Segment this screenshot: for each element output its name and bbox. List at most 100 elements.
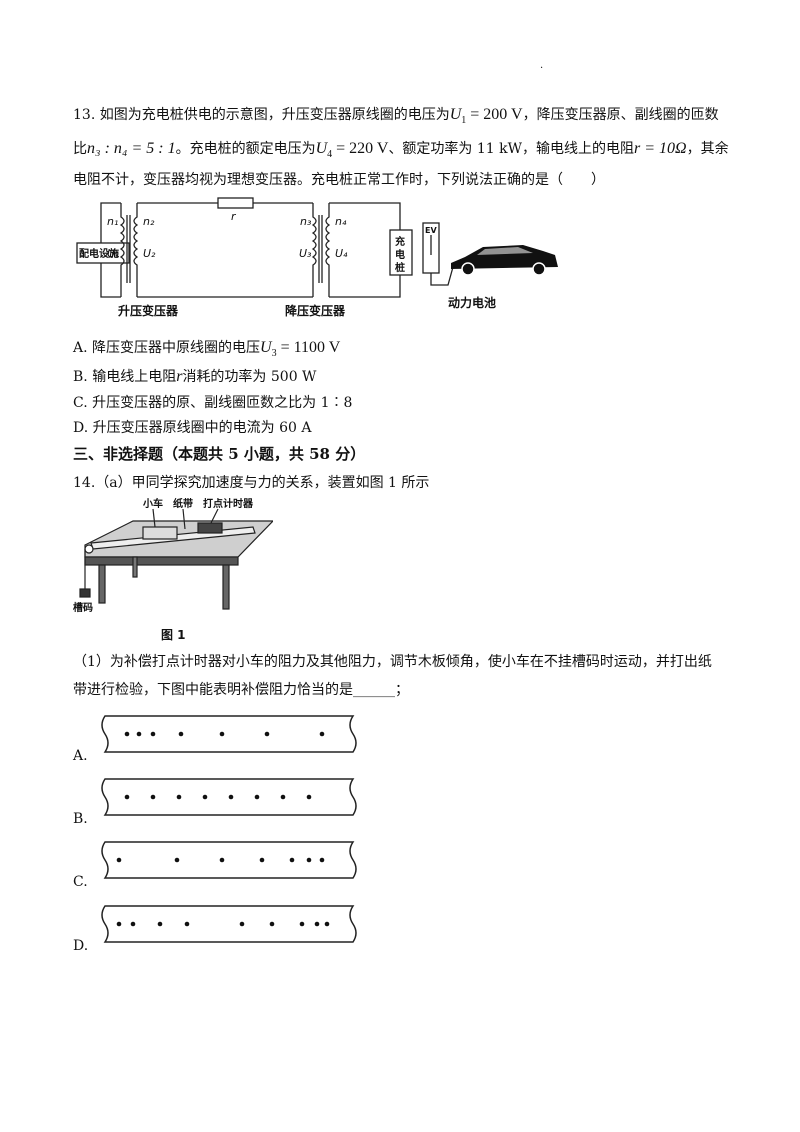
tape-dot — [314, 921, 320, 927]
figure-1-apparatus: 小车 纸带 打点计时器 槽码 图 1 — [73, 497, 273, 642]
tape-dot — [269, 921, 275, 927]
step-down-secondary-coil — [325, 203, 331, 297]
section-3-heading: 三、非选择题（本题共 5 小题，共 58 分） — [73, 445, 366, 463]
paper-tape[interactable] — [97, 838, 362, 882]
q13-text: ，其余 — [686, 141, 729, 157]
option-b-text-2: 消耗的功率为 500 W — [182, 369, 317, 385]
q13-text: 13. 如图为充电桩供电的示意图，升压变压器原线圈的电压为 — [73, 107, 450, 123]
U1-label: U₁ — [107, 247, 119, 260]
q13-text: 。充电桩的额定电压为 — [175, 141, 316, 157]
tape-dot — [280, 794, 286, 800]
U4-label: U₄ — [335, 247, 348, 260]
r-formula: r = 10Ω — [634, 140, 687, 157]
option-a-text: A. 降压变压器中原线圈的电压 — [73, 340, 261, 356]
source-box — [76, 242, 130, 264]
n-ratio-formula: n₃ : n₄ = 5 : 1 — [87, 140, 176, 157]
tape-dot — [219, 857, 225, 863]
step-up-label: 升压变压器 — [118, 303, 179, 318]
source-label: 配电设施 — [79, 247, 119, 260]
ev-label: EV — [425, 226, 437, 235]
n4-label: n₄ — [335, 215, 347, 228]
n2-label: n₂ — [143, 215, 155, 228]
tape-dot — [319, 857, 325, 863]
battery-label: 动力电池 — [448, 295, 496, 310]
U3-label: U₃ — [299, 247, 312, 260]
charger-label-2: 电 — [395, 248, 405, 261]
tape-outline — [101, 778, 357, 816]
paper-tape[interactable] — [97, 902, 362, 946]
tape-dot — [239, 921, 245, 927]
tape-dot — [202, 794, 208, 800]
tape-outline — [101, 905, 357, 943]
tape-dot — [150, 794, 156, 800]
tape-dot — [124, 794, 130, 800]
tape-dot — [324, 921, 330, 927]
tape-dot — [184, 921, 190, 927]
option-b-text: B. 输电线上电阻 — [73, 369, 177, 385]
q13-text: ，降压变压器原、副线圈的匝数 — [522, 107, 719, 123]
tape-label: 纸带 — [173, 497, 193, 510]
tape-option-label: C. — [73, 874, 88, 890]
tape-dot — [174, 857, 180, 863]
paper-tape[interactable] — [97, 712, 362, 756]
option-a[interactable]: A. 降压变压器中原线圈的电压U3 = 1100 V — [73, 336, 733, 366]
q14-intro: 14.（a）甲同学探究加速度与力的关系，装置如图 1 所示 — [73, 475, 430, 491]
tape-dot — [116, 921, 122, 927]
tape-dot — [130, 921, 136, 927]
tape-option-label: B. — [73, 811, 88, 827]
transmission-circuit-diagram: 配电设施 n₁ n₂ U₁ U₂ r n₃ n₄ U₃ U₄ 充 电 桩 EV … — [76, 197, 558, 318]
q13-text: 、额定功率为 11 kW，输电线上的电阻 — [388, 141, 635, 157]
line-resistor — [217, 197, 254, 209]
step-up-secondary-coil — [133, 203, 139, 297]
r-label: r — [231, 210, 237, 223]
tape-option-label: A. — [73, 748, 88, 764]
tape-dot — [254, 794, 260, 800]
charger-box — [389, 229, 413, 276]
option-d[interactable]: D. 升压变压器原线圈中的电流为 60 A — [73, 420, 312, 436]
paper-tape[interactable] — [97, 775, 362, 819]
tape-dot — [178, 731, 184, 737]
ev-car-icon — [451, 245, 558, 276]
tape-dot — [157, 921, 163, 927]
tape-dot — [176, 794, 182, 800]
tape-dot — [299, 921, 305, 927]
q14-part1-line2: 带进行检验，下图中能表明补偿阻力恰当的是______； — [73, 682, 409, 698]
q13-line3: 电阻不计，变压器均视为理想变压器。充电桩正常工作时，下列说法正确的是（ ） — [73, 172, 605, 188]
tape-dot — [150, 731, 156, 737]
tape-dot — [306, 857, 312, 863]
tape-dot — [116, 857, 122, 863]
tape-dot — [264, 731, 270, 737]
tape-dot — [219, 731, 225, 737]
q14-part1-line1: （1）为补偿打点计时器对小车的阻力及其他阻力，调节木板倾角，使小车在不挂槽码时运… — [73, 654, 712, 670]
figure-caption: 图 1 — [161, 628, 186, 642]
step-down-label: 降压变压器 — [285, 303, 346, 318]
tape-dot — [319, 731, 325, 737]
option-b[interactable]: B. 输电线上电阻r消耗的功率为 500 W — [73, 365, 733, 389]
n1-label: n₁ — [107, 215, 118, 228]
q13-line2: 比n₃ : n₄ = 5 : 1。充电桩的额定电压为U4 = 220 V、额定功… — [73, 137, 733, 167]
option-b-r: r — [176, 368, 183, 385]
u4-formula: U4 = 220 V — [315, 140, 389, 161]
option-c[interactable]: C. 升压变压器的原、副线圈匝数之比为 1∶8 — [73, 395, 353, 411]
header-mark: . — [540, 60, 544, 71]
tape-option-label: D. — [73, 938, 89, 954]
weight-label: 槽码 — [73, 601, 93, 614]
cart-label: 小车 — [142, 497, 163, 510]
timer-label: 打点计时器 — [203, 497, 254, 510]
tape-dot — [136, 731, 142, 737]
tape-dot — [289, 857, 295, 863]
u1-formula: U1 = 200 V — [449, 106, 523, 127]
tape-dot — [124, 731, 130, 737]
step-up-primary-coil — [119, 203, 125, 297]
q13-text: 比 — [73, 141, 87, 157]
tape-dot — [306, 794, 312, 800]
U2-label: U₂ — [143, 247, 156, 260]
tape-dot — [259, 857, 265, 863]
charger-label-3: 桩 — [395, 261, 405, 274]
tape-dot — [228, 794, 234, 800]
step-down-primary-coil — [311, 203, 317, 297]
n3-label: n₃ — [300, 215, 312, 228]
charger-label-1: 充 — [395, 235, 405, 248]
tape-outline — [101, 715, 357, 753]
tape-outline — [101, 841, 357, 879]
